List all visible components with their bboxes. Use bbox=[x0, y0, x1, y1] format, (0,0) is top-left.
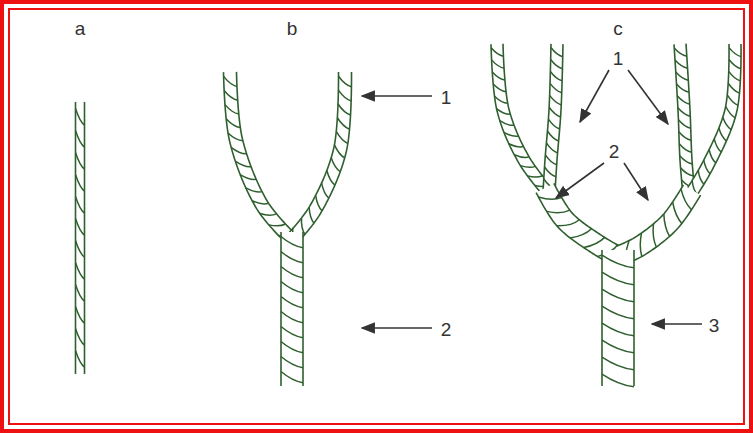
callout-number: 1 bbox=[441, 88, 452, 107]
leader-line bbox=[556, 163, 604, 198]
rope bbox=[289, 72, 352, 242]
rope bbox=[602, 250, 634, 387]
rope bbox=[224, 72, 295, 241]
rope bbox=[76, 102, 85, 374]
inner-frame bbox=[9, 9, 744, 424]
callout-number: 2 bbox=[441, 320, 452, 339]
callout-number: 3 bbox=[709, 316, 720, 335]
leader-lines bbox=[362, 70, 702, 328]
leader-line bbox=[628, 70, 668, 124]
leader-line bbox=[362, 95, 432, 97]
rope bbox=[543, 44, 563, 192]
callout-number: 1 bbox=[613, 49, 624, 68]
rope bbox=[674, 44, 695, 196]
rope bbox=[686, 44, 742, 198]
figure-letter: b bbox=[287, 19, 298, 38]
rope bbox=[281, 232, 303, 386]
leader-line bbox=[652, 323, 702, 325]
leader-line bbox=[580, 70, 609, 122]
rope-strands bbox=[76, 44, 742, 387]
callout-number: 2 bbox=[609, 142, 620, 161]
leader-line bbox=[624, 163, 648, 200]
figure-letter: a bbox=[75, 19, 86, 38]
figure-letter: c bbox=[613, 19, 623, 38]
rope bbox=[491, 44, 552, 195]
leader-line bbox=[362, 327, 432, 329]
